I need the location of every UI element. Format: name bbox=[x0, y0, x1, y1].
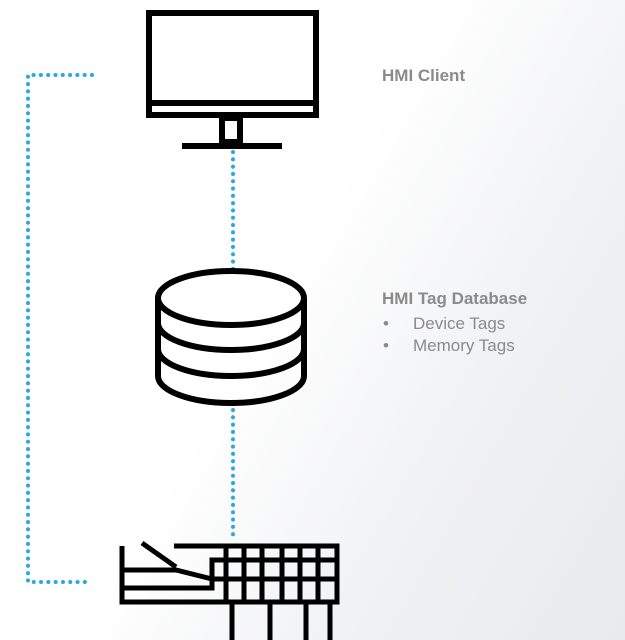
monitor-icon bbox=[146, 10, 319, 149]
device-inner-line bbox=[122, 567, 213, 582]
bullet-icon: • bbox=[383, 314, 389, 333]
connector-left-bracket bbox=[26, 73, 94, 584]
hmi-client-label: HMI Client bbox=[382, 66, 465, 86]
tag-database-items: • Device Tags • Memory Tags bbox=[382, 313, 527, 357]
tag-database-title: HMI Tag Database bbox=[382, 289, 528, 308]
bullet-icon: • bbox=[383, 336, 389, 355]
database-ring-1 bbox=[155, 322, 307, 353]
monitor-screen bbox=[146, 10, 319, 106]
connector-lines bbox=[26, 73, 235, 584]
database-top bbox=[155, 268, 307, 328]
tag-database-label: HMI Tag Database • Device Tags • Memory Ta… bbox=[382, 289, 527, 357]
list-item-label: Memory Tags bbox=[413, 336, 515, 355]
database-icon bbox=[155, 268, 307, 406]
list-item: • Memory Tags bbox=[382, 335, 527, 357]
device-mid-line bbox=[122, 557, 337, 591]
list-item: • Device Tags bbox=[382, 313, 527, 335]
list-item-label: Device Tags bbox=[413, 314, 506, 333]
monitor-neck bbox=[219, 115, 243, 145]
database-ring-2 bbox=[155, 348, 307, 379]
plc-device-icon bbox=[119, 540, 340, 640]
device-slash bbox=[140, 540, 178, 570]
database-body bbox=[155, 298, 307, 406]
hmi-client-title: HMI Client bbox=[382, 66, 466, 85]
